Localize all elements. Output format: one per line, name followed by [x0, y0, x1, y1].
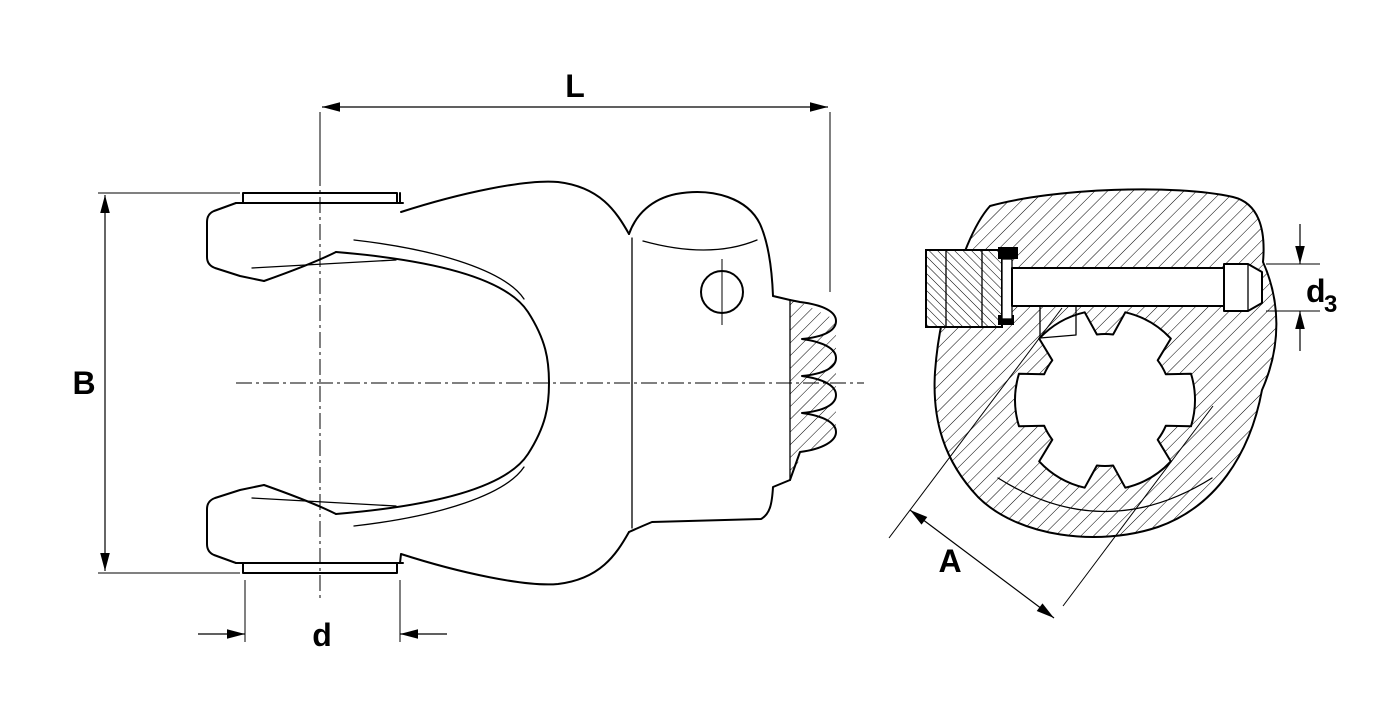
clamp-slot [1039, 305, 1077, 339]
top-ear-left-profile [206, 202, 265, 282]
hub-top-chamfer [772, 295, 791, 301]
dimension-B: B [72, 192, 240, 574]
bottom-ear-faces [235, 562, 404, 574]
yoke-side-view: L B d [72, 68, 864, 653]
spline-collar-hatch [790, 300, 836, 480]
dim-A-line [909, 509, 1055, 619]
dim-A-ext-1 [888, 307, 1063, 539]
dim-d-label: d [312, 617, 332, 653]
clamp-nut [925, 249, 1003, 328]
bolt-end [1223, 263, 1263, 312]
dim-A-ext-2 [1062, 405, 1214, 607]
dim-d3-label-subscript: 3 [1324, 291, 1337, 318]
hub-bottom-contour [628, 479, 791, 533]
fork-inner-fillet-bottom [353, 466, 525, 527]
arm-bottom-contour [399, 531, 630, 586]
clamp-bolt-assembly [925, 247, 1263, 339]
bottom-ear-bearing-line [251, 497, 397, 507]
lock-washer-top [998, 247, 1018, 259]
hub-boss-arc [997, 477, 1213, 513]
clamp-lug-inner-line [642, 239, 758, 251]
dim-L-label: L [565, 68, 585, 104]
dimension-A: A [888, 307, 1214, 619]
dimension-d3: d 3 [1266, 224, 1337, 351]
bolt-shank [1011, 267, 1225, 307]
bottom-ear-left-profile [206, 484, 265, 564]
washer [1001, 258, 1013, 320]
dimension-L: L [319, 68, 831, 292]
arm-top-contour [399, 180, 630, 235]
dim-B-label: B [72, 365, 95, 401]
dim-A-label: A [938, 543, 961, 579]
dim-d3-label-base: d [1306, 273, 1326, 309]
dimension-d: d [198, 580, 447, 653]
top-ear-bearing-line [251, 259, 397, 269]
spline-end-profile [789, 299, 837, 481]
yoke-section-view: d 3 A [888, 188, 1337, 619]
lock-washer-bottom [998, 315, 1014, 325]
fork-inner-fillet-top [353, 239, 525, 300]
splined-bore [1014, 311, 1196, 489]
clamp-lug-contour [628, 191, 774, 297]
